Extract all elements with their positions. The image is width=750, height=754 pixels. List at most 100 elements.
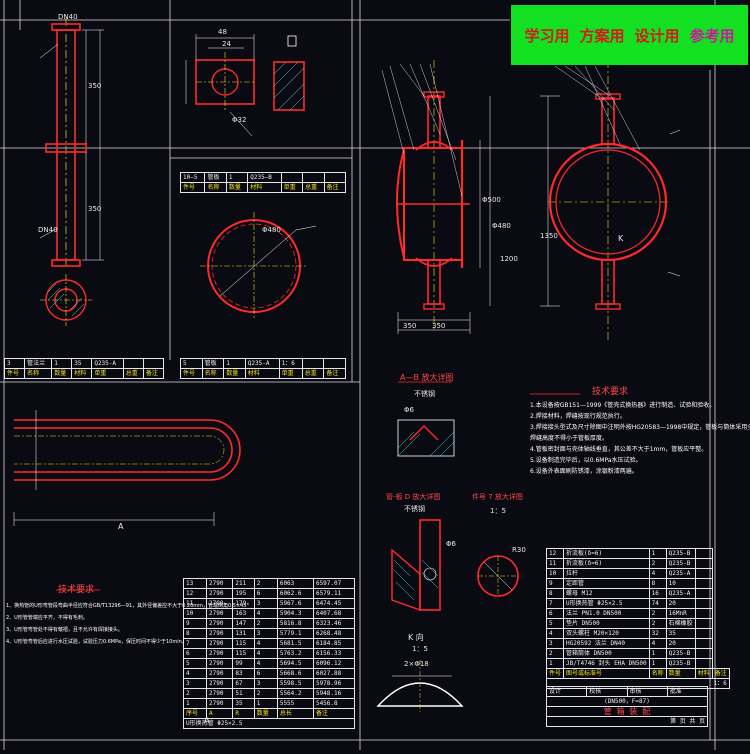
cell: 10—5 bbox=[179, 172, 206, 183]
view-k-scale: 1：5 bbox=[412, 645, 428, 653]
stamp-design: 设计 bbox=[545, 686, 588, 697]
cell: 6027.88 bbox=[312, 668, 356, 679]
cell: Q235-A bbox=[244, 358, 280, 369]
tech-right-line: 6.设备外表面刷防锈漆，涂银粉漆两遍。 bbox=[530, 468, 638, 475]
cell: 5 bbox=[545, 618, 565, 629]
cell: 材料 bbox=[71, 368, 93, 379]
cell: 5598.5 bbox=[276, 678, 314, 689]
cell: 件号 bbox=[179, 182, 206, 193]
drawing-name: 管 箱 装 配 bbox=[546, 706, 708, 717]
cell: 6597.07 bbox=[312, 578, 356, 589]
dim-label: 1200 bbox=[500, 255, 518, 263]
cell: 5904.3 bbox=[276, 608, 314, 619]
section-d-title: 件号 7 放大详图 bbox=[472, 493, 523, 501]
cell: 163 bbox=[232, 608, 255, 619]
cell: 1 bbox=[253, 698, 278, 709]
header-cell: 数量 bbox=[665, 668, 696, 679]
cell: 2790 bbox=[206, 618, 234, 629]
dim-label: R30 bbox=[512, 546, 526, 554]
bom-header: 件号图号或标准号名称数量材料备注 bbox=[545, 668, 730, 679]
cell: 折流板(δ=6) bbox=[563, 558, 650, 569]
cell: 材料 bbox=[244, 368, 280, 379]
cell: Q235—B bbox=[247, 172, 282, 183]
cell bbox=[694, 558, 713, 569]
cell: 管法兰 bbox=[24, 358, 53, 369]
cell: 定距管 bbox=[563, 578, 650, 589]
cell bbox=[694, 608, 713, 619]
cell: 6063 bbox=[276, 578, 314, 589]
cell: 2790 bbox=[206, 668, 234, 679]
tech-left-line: 3、U形管弯管处不得有皱褶，且不允许有焊接接头。 bbox=[6, 627, 123, 633]
cell: 备注 bbox=[323, 182, 347, 193]
cell: 石棉橡胶 bbox=[665, 618, 696, 629]
cell: 16 bbox=[648, 588, 667, 599]
tech-left-notes: 1、换热管的U形弯管段弯曲半径应符合GB/T13296—91，其外径偏差应不大于… bbox=[6, 600, 249, 648]
cell: 1 bbox=[648, 548, 667, 559]
cell: 5948.16 bbox=[312, 688, 356, 699]
cell: 总重 bbox=[122, 368, 144, 379]
section-c-title: 管-板 D 放大详图 bbox=[386, 493, 441, 501]
cell: 12 bbox=[545, 548, 565, 559]
tech-right-line: 4.管板密封面与壳体轴线垂直，其公差不大于1mm，管板应平整。 bbox=[530, 446, 708, 453]
section-ab-sub: 不锈钢 bbox=[414, 390, 435, 398]
cell: 4 bbox=[182, 668, 208, 679]
table-footer: U形换热管 Φ25×2.5 bbox=[183, 718, 355, 729]
cell: Q235-A bbox=[91, 358, 124, 369]
stamp-approve: 批准 bbox=[666, 686, 709, 697]
cell: 6 bbox=[253, 668, 278, 679]
cell: 2790 bbox=[206, 698, 234, 709]
cell: 2 bbox=[182, 688, 208, 699]
cell: 195 bbox=[232, 588, 255, 599]
cell: 管板 bbox=[204, 172, 227, 183]
cell: 总重 bbox=[302, 182, 325, 193]
cell: 3 bbox=[545, 638, 565, 649]
banner-item-study: 学习用 bbox=[524, 26, 570, 45]
cell: 6579.11 bbox=[312, 588, 356, 599]
dim-label: Φ6 bbox=[404, 406, 414, 414]
cell: 1 bbox=[225, 172, 249, 183]
sheet-number: 第 页 共 页 bbox=[546, 716, 708, 727]
saddle-block bbox=[185, 34, 305, 137]
cell: 6474.45 bbox=[312, 598, 356, 609]
cell: 垫片 DN500 bbox=[563, 618, 650, 629]
dim-label: 350 bbox=[88, 82, 102, 90]
cell: 6268.48 bbox=[312, 628, 356, 639]
cell: 2790 bbox=[206, 688, 234, 699]
cell bbox=[694, 658, 713, 669]
cell: Q235-B bbox=[665, 658, 696, 669]
dim-label: Φ480 bbox=[492, 222, 511, 230]
cell: 1 bbox=[223, 358, 246, 369]
cell: 件号 bbox=[3, 368, 26, 379]
cell bbox=[694, 638, 713, 649]
cell: 管箱筒体 DN500 bbox=[563, 648, 650, 659]
cell: 1 bbox=[545, 658, 565, 669]
cell: 35 bbox=[232, 698, 255, 709]
dim-label: Φ32 bbox=[232, 116, 247, 124]
cell: 2 bbox=[648, 558, 667, 569]
cell: HG20592 法兰 DN40 bbox=[563, 638, 650, 649]
cell bbox=[694, 598, 713, 609]
cell: 拉杆 bbox=[563, 568, 650, 579]
cell: 20 bbox=[665, 638, 696, 649]
title-block: 设计 校核 审核 批准 (DN500，F=87) 管 箱 装 配 第 页 共 页 bbox=[545, 686, 709, 727]
section-ab-title: A—B 放大详图 bbox=[400, 373, 454, 382]
cell: 单重 bbox=[278, 368, 303, 379]
header-cell: 名称 bbox=[648, 668, 667, 679]
cell: 4 bbox=[648, 568, 667, 579]
header-cell: A bbox=[206, 708, 234, 719]
banner-item-reference: 参考用 bbox=[689, 26, 735, 45]
cell: 2790 bbox=[206, 608, 234, 619]
cell: 螺母 M12 bbox=[563, 588, 650, 599]
cell: 7 bbox=[545, 598, 565, 609]
